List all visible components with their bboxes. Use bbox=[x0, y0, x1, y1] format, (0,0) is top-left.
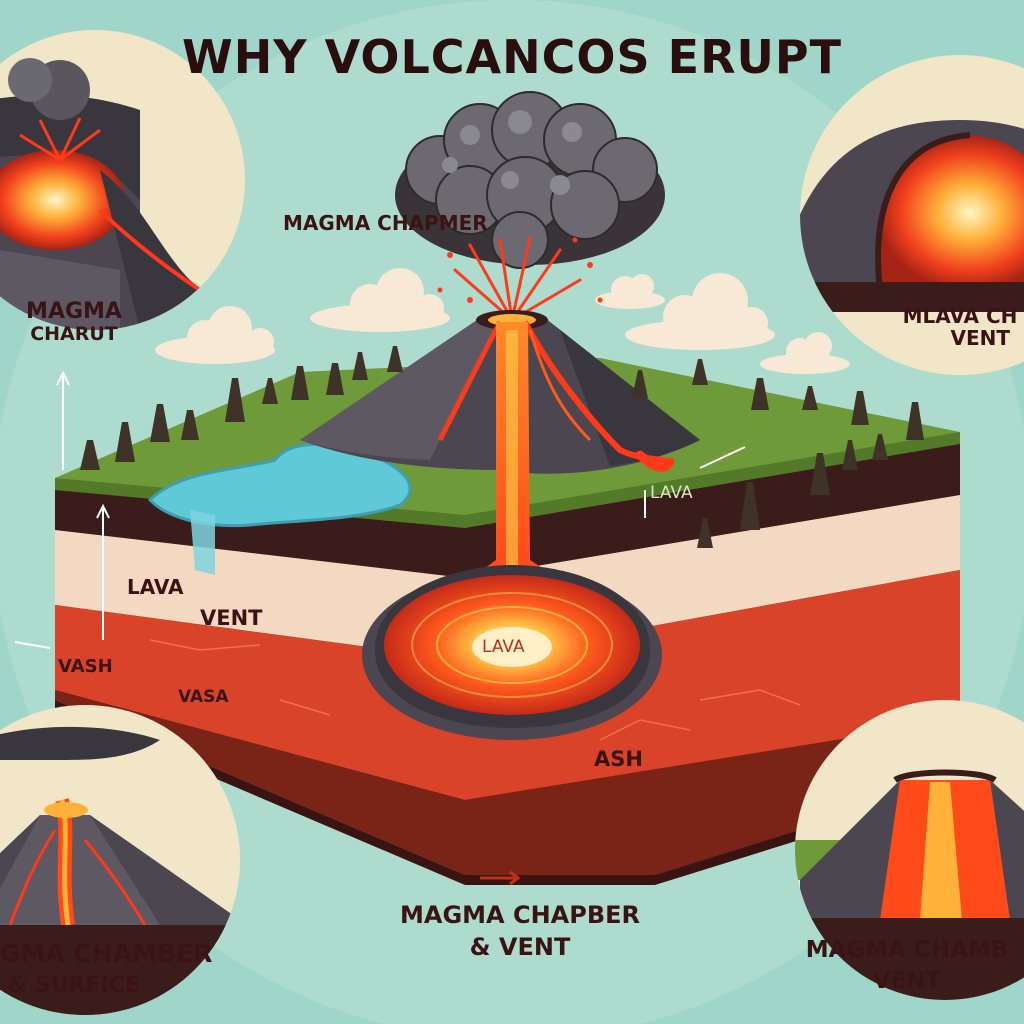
tree bbox=[906, 402, 924, 440]
tree bbox=[740, 482, 760, 530]
arrow-vash bbox=[14, 641, 51, 649]
tree bbox=[352, 352, 368, 380]
label-magma-chapmer: MAGMA CHAPMER bbox=[283, 211, 488, 235]
label-bottom-right: MAGMA CHAMB VENT bbox=[790, 938, 1024, 995]
tree bbox=[810, 453, 830, 495]
label-line: CHARUT bbox=[30, 323, 118, 346]
arrow-head bbox=[56, 370, 70, 386]
vent-core bbox=[506, 330, 518, 570]
vignette-bottom-left bbox=[0, 705, 240, 1015]
label-lava-center: LAVA bbox=[482, 637, 525, 657]
waterfall bbox=[190, 510, 215, 575]
lake bbox=[147, 442, 412, 528]
page-title: WHY VOLCANCOS ERUPT bbox=[182, 30, 842, 84]
smoke-plume bbox=[395, 91, 665, 269]
cloud bbox=[595, 274, 665, 309]
label-mlava-ch: MLAVA CH VENT bbox=[900, 305, 1020, 349]
label-vasa: VASA bbox=[178, 687, 229, 707]
label-ash: ASH bbox=[594, 747, 643, 771]
tree bbox=[80, 440, 100, 470]
magma-chamber bbox=[362, 565, 662, 740]
cloud bbox=[625, 273, 775, 350]
label-bottom-center: MAGMA CHAPBER & VENT bbox=[355, 902, 685, 961]
arrow-head bbox=[96, 503, 110, 519]
tree bbox=[851, 391, 869, 425]
label-line: VENT bbox=[950, 326, 1010, 350]
label-line: MAGMA CHAPBER bbox=[400, 901, 640, 929]
label-lava-left: LAVA bbox=[127, 575, 184, 599]
tree bbox=[751, 378, 769, 410]
bottom-arrow bbox=[480, 870, 521, 886]
tree bbox=[262, 378, 278, 404]
label-bottom-left: GMA CHAMBER & SURFICE bbox=[0, 940, 212, 998]
label-lava-right: LAVA bbox=[650, 483, 693, 503]
lava-droplets bbox=[437, 237, 603, 303]
vignette-top-left bbox=[0, 30, 245, 330]
tree bbox=[291, 366, 309, 400]
tree bbox=[802, 386, 818, 410]
tree bbox=[181, 410, 199, 440]
label-magma-charut: MAGMA CHARUT bbox=[14, 299, 134, 346]
cloud bbox=[155, 306, 275, 364]
tree bbox=[115, 422, 135, 462]
cloud bbox=[760, 332, 850, 374]
label-line: GMA CHAMBER bbox=[0, 939, 213, 968]
label-vent-left: VENT bbox=[200, 606, 263, 630]
tree bbox=[697, 518, 713, 548]
label-line: MAGMA bbox=[26, 299, 122, 324]
arrows bbox=[14, 370, 746, 649]
cloud bbox=[310, 268, 450, 332]
arrow-right-top bbox=[699, 446, 746, 469]
tree bbox=[632, 370, 648, 398]
tree bbox=[150, 404, 170, 442]
tree bbox=[842, 440, 858, 470]
trees bbox=[80, 346, 924, 548]
label-vash: VASH bbox=[58, 656, 113, 677]
ground-block bbox=[55, 432, 960, 885]
label-line: & VENT bbox=[469, 933, 571, 962]
tree bbox=[326, 363, 344, 395]
label-line: & SURFICE bbox=[8, 972, 140, 998]
tree bbox=[387, 346, 403, 372]
label-line: MAGMA CHAMB bbox=[805, 938, 1009, 963]
label-line: VENT bbox=[872, 968, 942, 995]
tree bbox=[692, 359, 708, 385]
label-line: MLAVA CH bbox=[902, 304, 1018, 328]
tree bbox=[872, 434, 888, 460]
tree bbox=[225, 378, 245, 422]
layer-cracks bbox=[149, 639, 801, 741]
